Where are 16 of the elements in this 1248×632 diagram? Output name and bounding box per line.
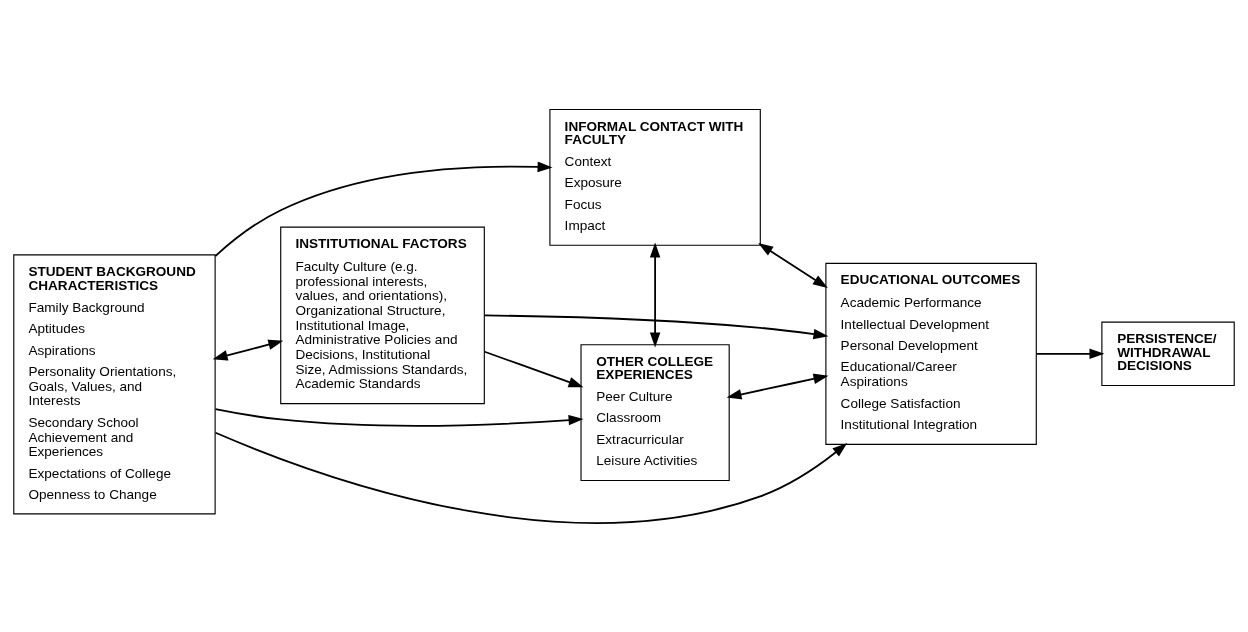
node-box: EDUCATIONAL OUTCOMES Academic Performance Intellectual Development Personal Development Educational/Career Aspirations College Satisfaction Institutional Integration: [825, 262, 1037, 445]
arrow: [214, 431, 848, 524]
arrow: [1035, 348, 1105, 359]
node-box: INSTITUTIONAL FACTORS Faculty Culture (e.g. professional interests, values, and orientations), Organizational Structure, Institutional Image, Administrative Policies and Decisions, Institutional Size, Admissions Standards, Academic Standards: [280, 226, 485, 404]
arrow: [483, 350, 584, 387]
arrow: [214, 161, 553, 257]
node-box: INFORMAL CONTACT WITH FACULTY Context Exposure Focus Impact: [549, 108, 761, 246]
arrow: [726, 373, 829, 399]
arrow: [212, 339, 284, 360]
arrow: [649, 242, 661, 347]
arrow: [483, 314, 829, 339]
node-box: PERSISTENCE/ WITHDRAWAL DECISIONS: [1101, 321, 1235, 386]
arrow: [214, 407, 584, 427]
arrow: [758, 242, 828, 288]
node-box: STUDENT BACKGROUND CHARACTERISTICS Family Background Aptitudes Aspirations Personality Orientations, Goals, Values, and Interests Secondary School Achievement and Experiences Expectations of College Openness to Change: [13, 253, 216, 514]
node-box: OTHER COLLEGE EXPERIENCES Peer Culture Classroom Extracurricular Leisure Activities: [580, 343, 730, 481]
